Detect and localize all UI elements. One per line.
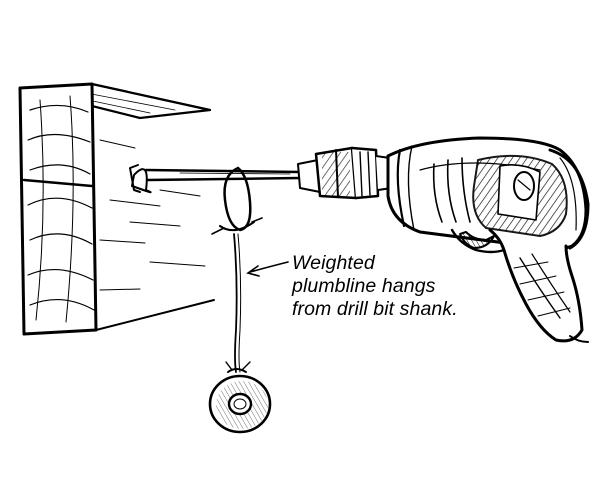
drill-handle <box>450 228 589 343</box>
wood-board <box>18 82 215 336</box>
caption-line-1: Weighted <box>292 252 375 274</box>
caption-pointer-arrow <box>246 261 289 277</box>
plumbline <box>211 166 263 373</box>
drill-bit <box>129 164 302 194</box>
drill-chuck <box>297 146 393 200</box>
caption-line-2: plumbline hangs <box>292 275 436 297</box>
washer-weight <box>208 374 272 434</box>
caption-line-3: from drill bit shank. <box>292 298 458 320</box>
drill-body <box>386 136 590 252</box>
plumbline-caption: Weighted plumbline hangs from drill bit … <box>292 252 458 321</box>
